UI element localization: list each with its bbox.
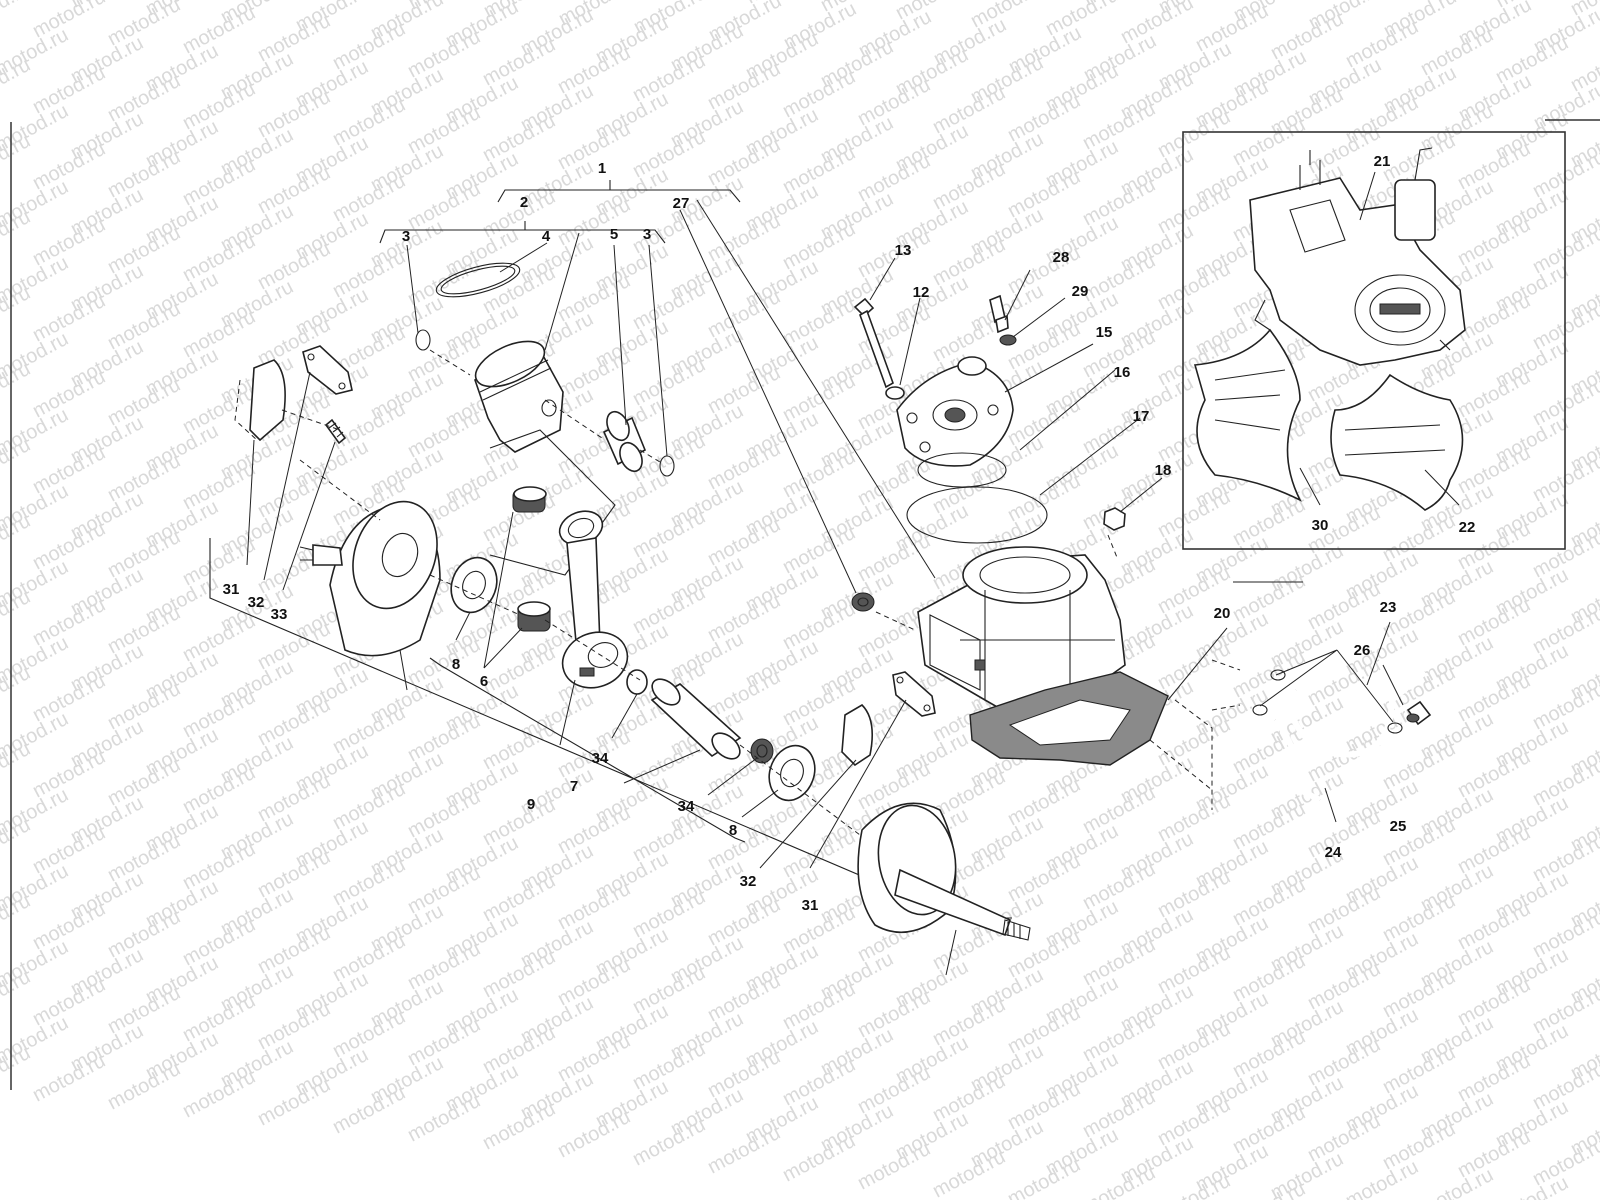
watermark-text: motod.ru — [0, 0, 34, 34]
callout-8-left: 8 — [452, 656, 460, 673]
callout-15: 15 — [1096, 324, 1113, 341]
callout-22: 22 — [1459, 519, 1476, 536]
callout-3-right: 3 — [643, 226, 651, 243]
protective-cover-right — [1330, 373, 1464, 511]
callout-30: 30 — [1312, 517, 1329, 534]
circlip-left — [415, 329, 431, 351]
watermark-text: motod.ru — [1154, 1170, 1234, 1200]
engine-assembly-illustration — [1249, 147, 1466, 366]
callout-4: 4 — [542, 228, 551, 245]
callout-16: 16 — [1114, 364, 1131, 381]
callout-31-left: 31 — [223, 581, 240, 598]
callout-32-right: 32 — [740, 873, 757, 890]
callout-13: 13 — [895, 242, 912, 259]
callout-18: 18 — [1155, 462, 1172, 479]
balance-plate-right — [841, 703, 873, 767]
callout-32-left: 32 — [248, 594, 265, 611]
callout-2: 2 — [520, 194, 528, 211]
callout-25: 25 — [1390, 818, 1407, 835]
callout-1: 1 — [598, 160, 606, 177]
callout-34-right: 34 — [678, 798, 695, 815]
callout-28: 28 — [1053, 249, 1070, 266]
callout-34-left: 34 — [592, 750, 609, 767]
needle-bearing-small-end — [512, 486, 547, 513]
callout-27: 27 — [673, 195, 690, 212]
callout-3-left: 3 — [402, 228, 410, 245]
callout-8-right: 8 — [729, 822, 737, 839]
callout-26: 26 — [1354, 642, 1371, 659]
callout-5: 5 — [610, 226, 618, 243]
callout-29: 29 — [1072, 283, 1089, 300]
dowel-bushing — [851, 592, 875, 612]
callout-17: 17 — [1133, 408, 1150, 425]
needle-bearing-big-end — [517, 601, 551, 632]
callout-21: 21 — [1374, 153, 1391, 170]
washer-12 — [885, 386, 905, 400]
callout-24: 24 — [1325, 844, 1342, 861]
crankshaft-flywheel-right — [857, 802, 1031, 941]
connecting-rod — [558, 510, 629, 689]
callout-31-right: 31 — [802, 897, 819, 914]
callout-33: 33 — [271, 606, 288, 623]
callout-6: 6 — [480, 673, 488, 690]
callout-12: 12 — [913, 284, 930, 301]
bushing-small-right — [750, 738, 774, 764]
nut-18 — [1103, 507, 1126, 531]
callout-7: 7 — [570, 778, 578, 795]
callout-9: 9 — [527, 796, 535, 813]
callout-20: 20 — [1214, 605, 1231, 622]
callout-23: 23 — [1380, 599, 1397, 616]
